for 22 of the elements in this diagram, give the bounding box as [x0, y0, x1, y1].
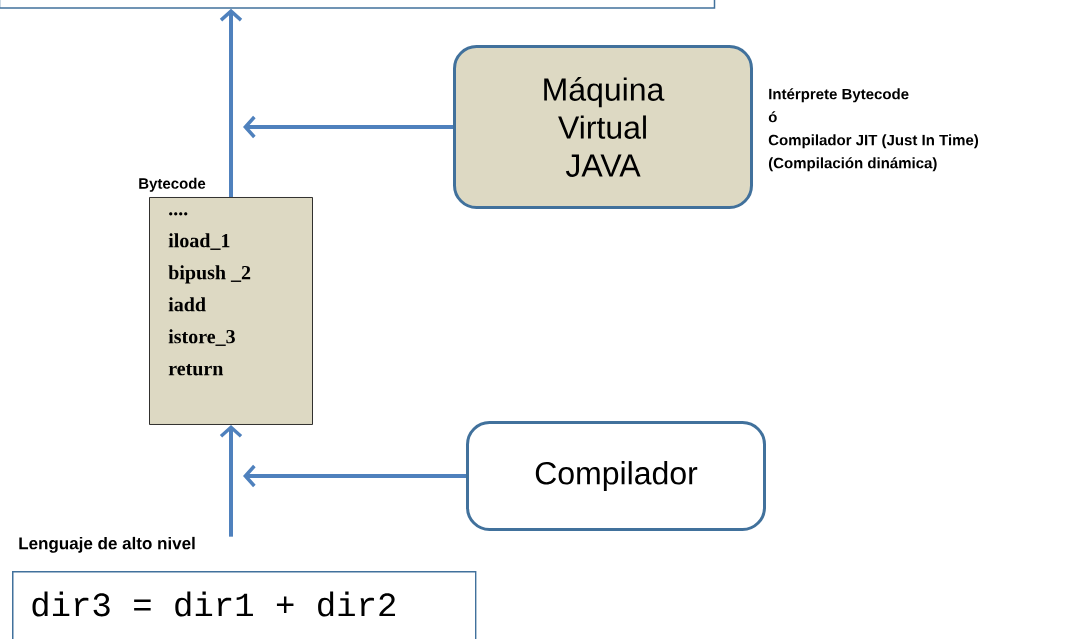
node-label: ó [768, 111, 777, 123]
node-label: Intérprete Bytecode [769, 88, 909, 103]
arrow [219, 8, 243, 198]
node-label: .... [169, 212, 188, 216]
node-label: istore_3 [168, 329, 235, 346]
arrow [219, 424, 243, 537]
node-label: iload_1 [168, 233, 230, 250]
code-text: dir3 = dir1 + dir2 [32, 591, 395, 617]
process-box: Máquina Virtual JAVA [453, 45, 753, 209]
process-box: Compilador [466, 421, 766, 531]
node-label: bipush _2 [168, 265, 251, 284]
heading: Bytecode [139, 177, 206, 192]
arrow [243, 464, 466, 488]
code-listing: .... iload_1 bipush _2 iadd istore_3 return [168, 212, 251, 376]
node-label: Compilador JIT (Just In Time) [768, 134, 979, 149]
node-label: iadd [168, 297, 206, 312]
arrow [243, 115, 453, 139]
node-label: (Compilación dinámica) [768, 157, 937, 172]
node-label: return [168, 363, 224, 376]
output-box [0, 0, 716, 9]
annotation-text: Intérprete Bytecode ó Compilador JIT (Just In Time) (Compilación dinámica) [768, 88, 979, 172]
heading: Lenguaje de alto nivel [19, 536, 195, 553]
